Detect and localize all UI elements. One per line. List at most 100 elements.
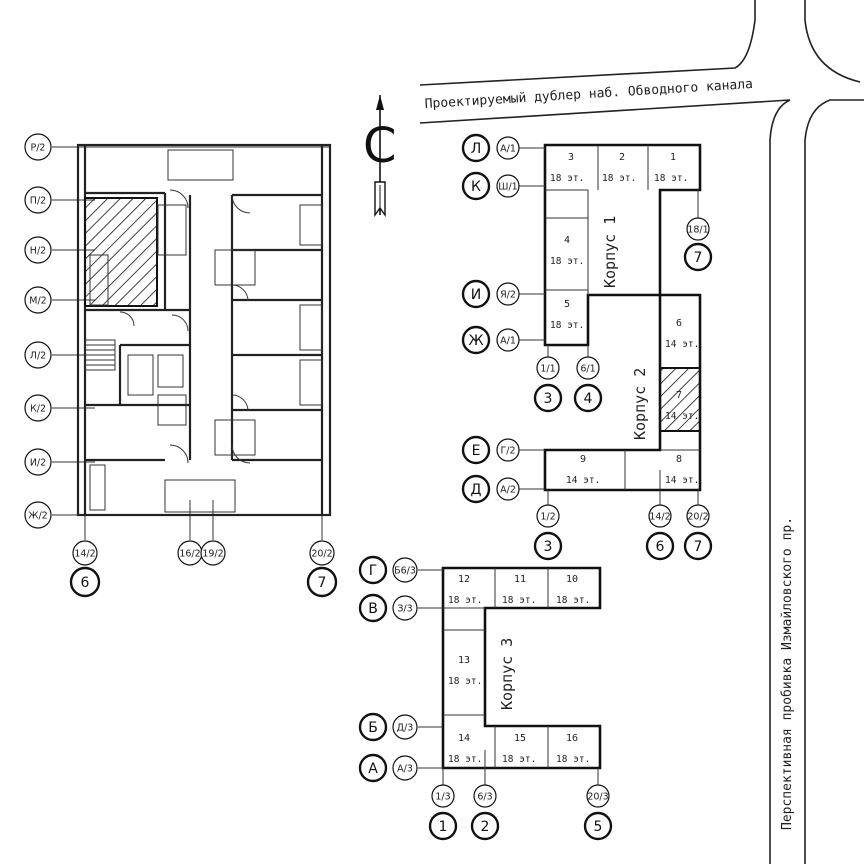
plan-axis-label-circle [24, 236, 52, 264]
section-labels: 3 18 эт. 2 18 эт. 1 18 эт. 4 18 эт. 5 18… [448, 152, 699, 765]
k3-axis-bottom-small: 20/3 [587, 792, 608, 803]
k2-axis-bottom-small: 1/2 [540, 512, 555, 523]
k3-axis-small-circle [392, 595, 418, 621]
section-number: 15 [514, 733, 526, 744]
k3-axis-bottom-small: 6/3 [477, 792, 492, 803]
section-number: 1 [670, 152, 676, 163]
plan-axis-bottom-big-circle [306, 566, 338, 598]
k2-axis-big-circle [461, 435, 491, 465]
k1-axis-bottom-big-circle [573, 383, 603, 413]
section-floors: 18 эт. [654, 173, 688, 184]
north-letter: С [363, 118, 397, 174]
floor-plan [52, 143, 332, 540]
section-number: 16 [566, 733, 578, 744]
korpus-1-label: Корпус 1 [601, 216, 619, 288]
plan-axis-label-circle [24, 186, 52, 214]
k3-axis-small: З/3 [397, 604, 412, 615]
section-number: 7 [676, 390, 682, 401]
plan-axis-bottom-label-circle [200, 540, 226, 566]
k3-axis-big-circle [358, 753, 388, 783]
k1-axis-small-circle [496, 282, 520, 306]
section-floors: 18 эт. [448, 676, 482, 687]
korpus-2-label: Корпус 2 [631, 368, 649, 440]
k3-axis-bottom-small-circle [586, 784, 610, 808]
k1-axis-right-small: 18/1 [687, 225, 708, 236]
k3-axis-small: Д/3 [397, 723, 414, 734]
section-number: 14 [458, 733, 470, 744]
road-right-label: Перспективная пробивка Измайловского пр. [780, 517, 795, 830]
k1-axis-big: И [471, 287, 481, 303]
k3-axis-bottom-small-circle [473, 784, 497, 808]
plan-axis-bottom-label: 14/2 [74, 549, 95, 560]
k1-axis-big: К [471, 179, 481, 195]
k3-axis-big-circle [358, 712, 388, 742]
korpus-3-label: Корпус 3 [498, 638, 516, 710]
plan-axis-bottom-label-circle [72, 540, 98, 566]
section-floors: 18 эт. [550, 173, 584, 184]
k2-axis-bottom-big: 6 [656, 539, 665, 555]
plan-axis-label: И/2 [30, 458, 46, 469]
k3-axis-bottom-big: 2 [481, 819, 490, 835]
plan-axis-bottom-big-circle [69, 566, 101, 598]
k3-axis-small: А/3 [397, 764, 413, 775]
k2-axis-bottom-big-circle [683, 531, 713, 561]
k1-axis-small: Я/2 [500, 290, 516, 301]
k2-axis-small: Г/2 [500, 446, 515, 457]
road-right-edge-left [769, 99, 791, 864]
plan-axis-label: К/2 [30, 404, 46, 415]
k3-axis-bottom-big-circle [470, 811, 500, 841]
plan-axis-bottom-label: 19/2 [202, 549, 223, 560]
plan-axis-bottom-label: 20/2 [311, 549, 332, 560]
k1-axis-bottom-big-circle [533, 383, 563, 413]
plan-axis-label: Ж/2 [28, 511, 47, 522]
k2-axis-big: Д [471, 482, 482, 498]
road-top-edge-lower [419, 99, 791, 124]
k3-axis-bottom-big: 1 [439, 819, 448, 835]
k1-axis-big: Л [471, 141, 482, 157]
k3-axis-big-circle [358, 593, 388, 623]
plan-axis-bottom-big: 7 [318, 575, 327, 591]
plan-axis-bottom-label-circle [309, 540, 335, 566]
k3-axis-bottom-big-circle [583, 811, 613, 841]
road-corner-right [804, 0, 861, 83]
plan-axis-label-circle [24, 341, 52, 369]
section-floors: 18 эт. [502, 754, 536, 765]
k2-axis-bottom-big: 7 [694, 539, 703, 555]
k3-axis-big: А [368, 761, 378, 777]
k2-axis-bottom-small: 20/2 [687, 512, 708, 523]
section-floors: 18 эт. [550, 320, 584, 331]
k1-axis-small: Ш/1 [498, 182, 517, 193]
plan-axis-label: Н/2 [30, 246, 46, 257]
section-floors: 14 эт. [665, 411, 699, 422]
k1-axis-small-circle [496, 174, 520, 198]
section-floors: 18 эт. [556, 754, 590, 765]
section-number: 4 [564, 235, 570, 246]
k2-axis-bottom-big-circle [645, 531, 675, 561]
k1-axis-bottom-big: 4 [584, 391, 593, 407]
k3-axis-small-circle [392, 557, 418, 583]
k2-axis-big-circle [461, 474, 491, 504]
k2-axis-big: Е [472, 443, 481, 459]
section-number: 2 [619, 152, 625, 163]
k1-axis-big-circle [461, 171, 491, 201]
section-floors: 18 эт. [602, 173, 636, 184]
section-number: 3 [568, 152, 574, 163]
section-floors: 18 эт. [502, 595, 536, 606]
k3-axis-big: Г [369, 563, 378, 579]
k2-axis-small-circle [496, 477, 520, 501]
plan-axis-label: Р/2 [31, 143, 46, 154]
section-floors: 18 эт. [550, 256, 584, 267]
section-floors: 18 эт. [448, 595, 482, 606]
k3-axis-big: В [368, 601, 378, 617]
k1-axis-small: А/1 [500, 336, 516, 347]
plan-axis-label: Л/2 [30, 351, 46, 362]
k1-axis-small-circle [496, 328, 520, 352]
k3-axis-small-circle [392, 714, 418, 740]
plan-axis-label: М/2 [29, 296, 46, 307]
plan-axis-label-circle [24, 133, 52, 161]
k2-axis-small: А/2 [500, 485, 516, 496]
k1-axis-big-circle [461, 133, 491, 163]
plan-axis-bottom-big: 6 [81, 575, 90, 591]
k2-axis-bottom-small-circle [686, 504, 710, 528]
